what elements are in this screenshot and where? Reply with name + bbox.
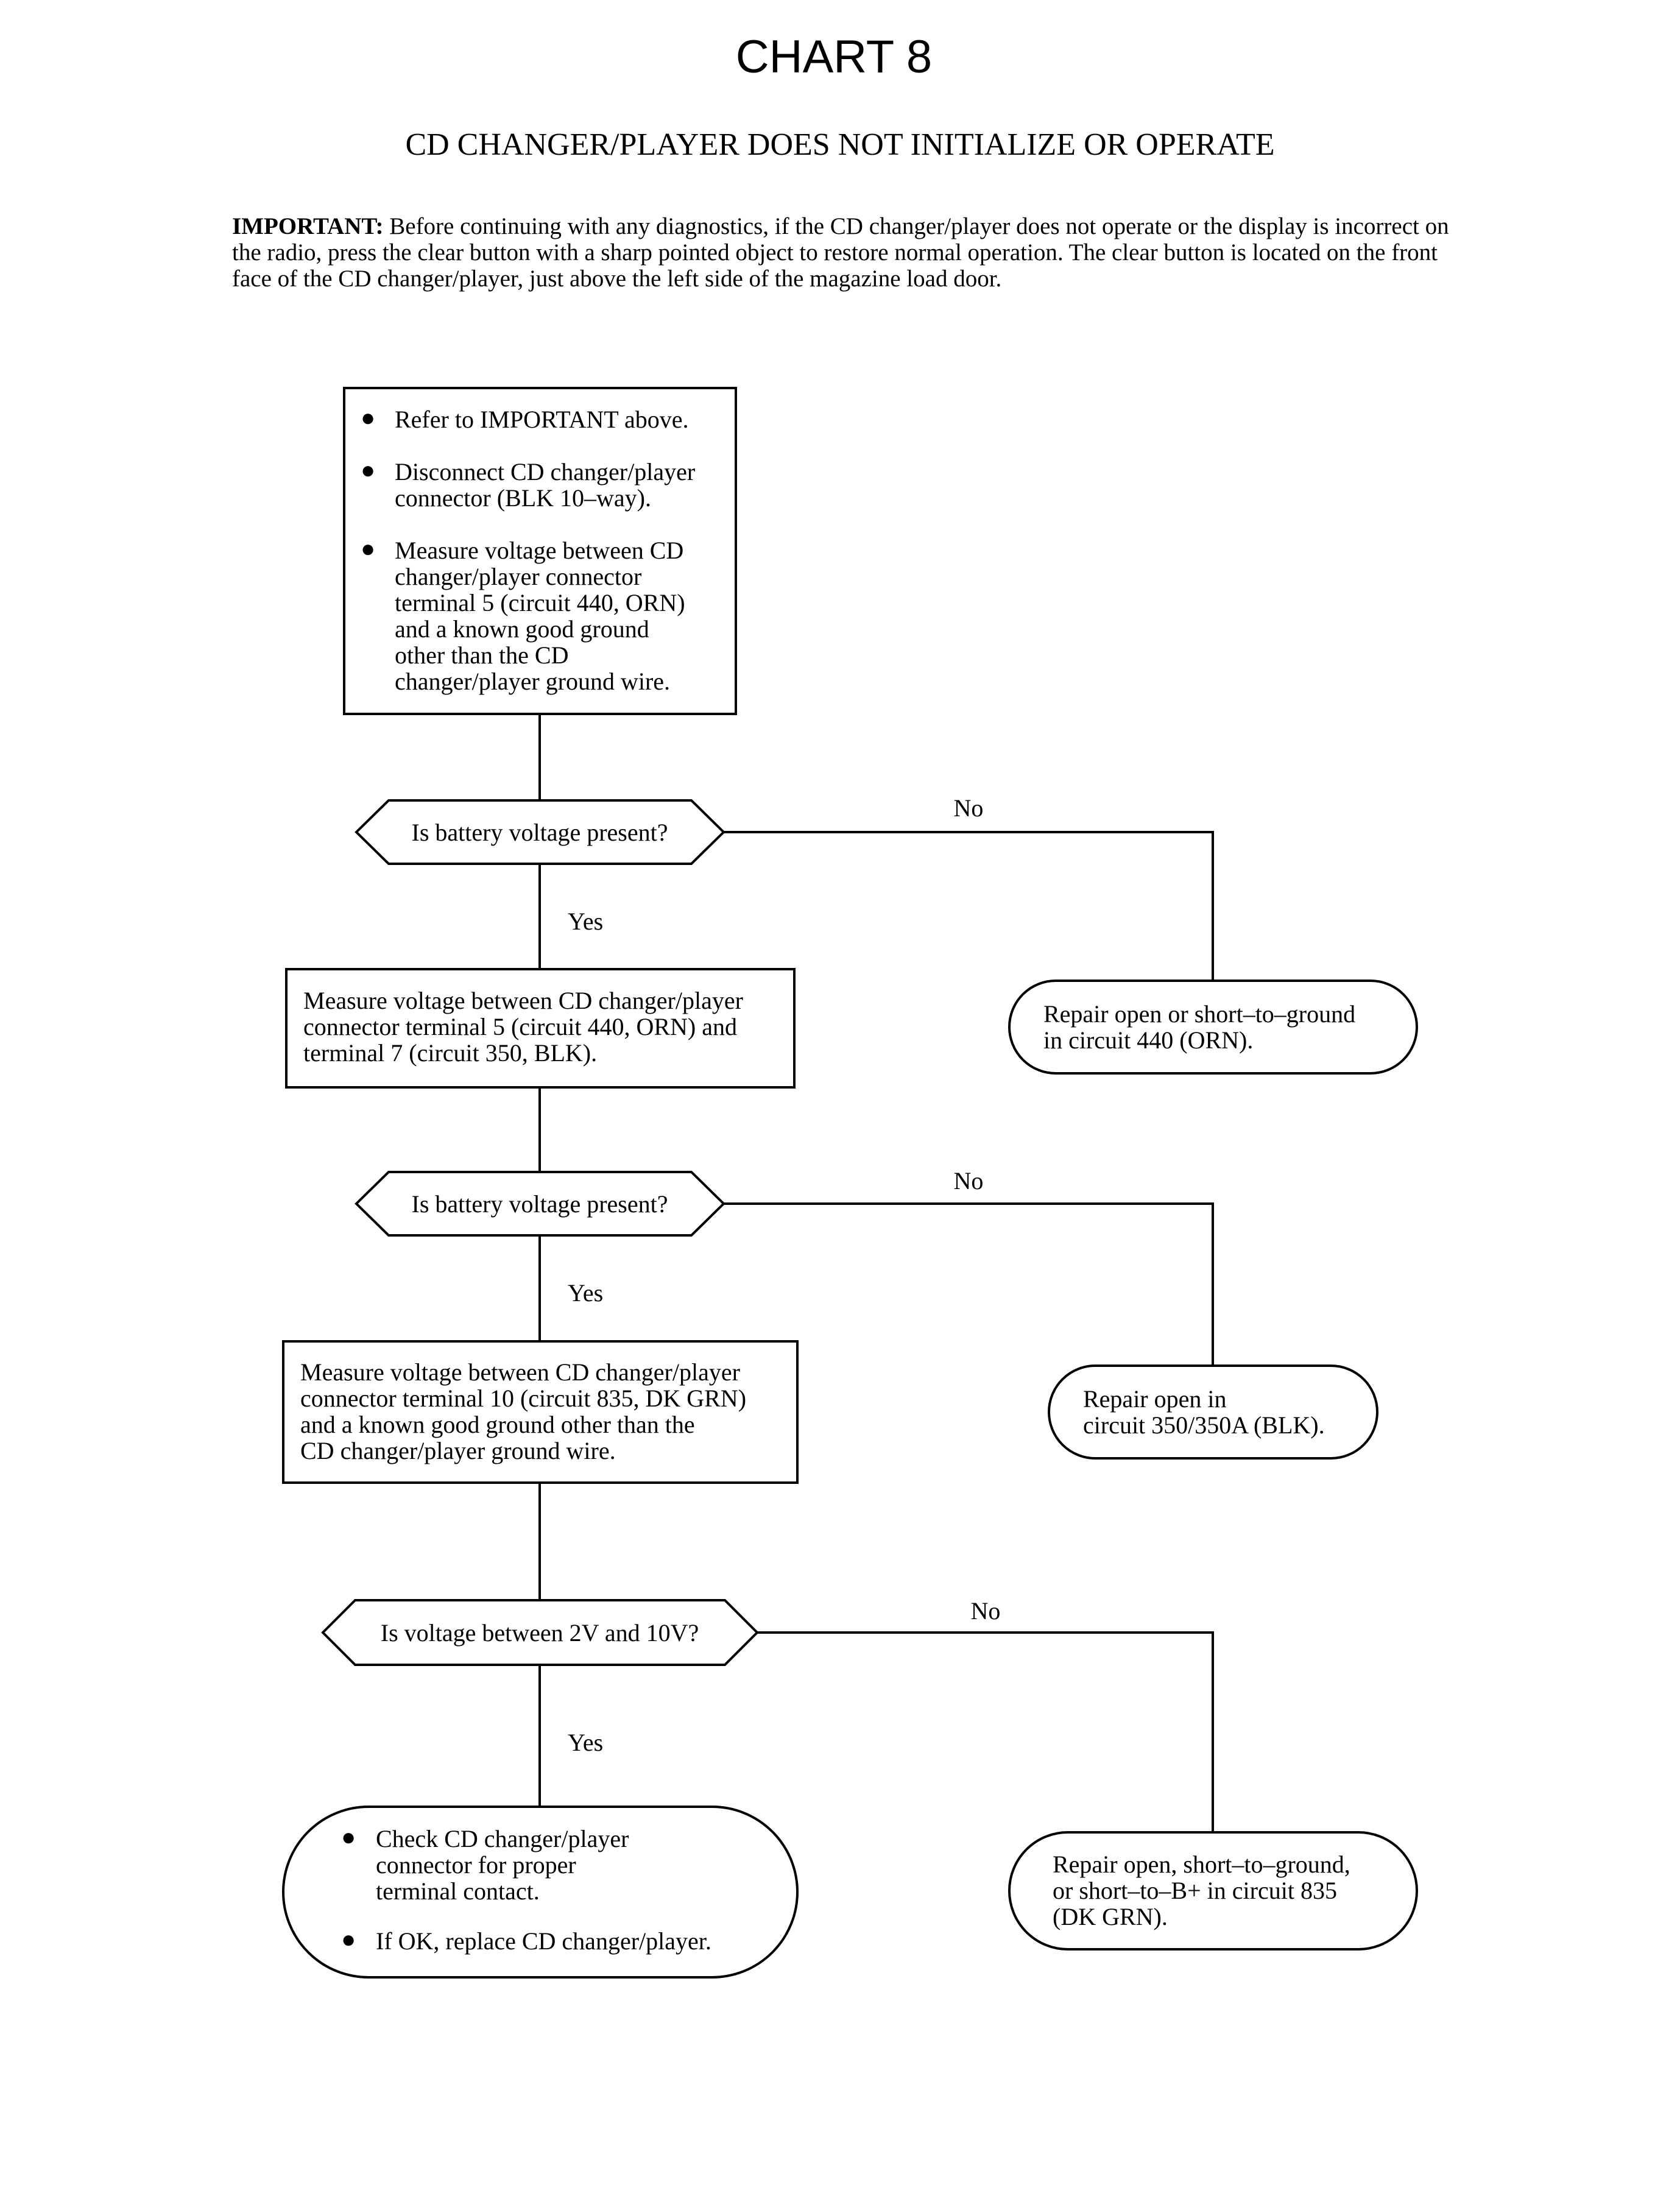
important-label: IMPORTANT: [232, 213, 384, 239]
final-bullet-1-line-2: connector for proper [376, 1851, 576, 1879]
repair-3-line-3: (DK GRN). [1053, 1903, 1168, 1930]
repair-3-line-1: Repair open, short–to–ground, [1053, 1851, 1350, 1878]
final-bullet-1-line-1: Check CD changer/player [376, 1825, 629, 1852]
start-bullet-3-line-1: Measure voltage between CD [395, 537, 683, 564]
start-bullet-2-line-1: Disconnect CD changer/player [395, 458, 695, 485]
start-bullet-1-line-1: Refer to IMPORTANT above. [395, 406, 688, 433]
chart-subtitle: CD CHANGER/PLAYER DOES NOT INITIALIZE OR… [405, 127, 1275, 162]
yes-label-2: Yes [568, 1279, 603, 1307]
start-bullet-3-line-5: other than the CD [395, 641, 569, 669]
final-bullet-2-line-1: If OK, replace CD changer/player. [376, 1927, 711, 1955]
connector-no-branch-1 [724, 831, 1214, 981]
connector-no-branch-3 [757, 1631, 1214, 1832]
repair-2-terminal [1048, 1364, 1378, 1460]
final-bullet-2-marker: ● [341, 1926, 356, 1953]
step-3-line-2: connector terminal 10 (circuit 835, DK G… [300, 1385, 746, 1412]
yes-label-1: Yes [568, 908, 603, 935]
yes-label-3: Yes [568, 1729, 603, 1756]
step-2-line-3: terminal 7 (circuit 350, BLK). [303, 1039, 597, 1067]
final-terminal [282, 1806, 799, 1979]
final-bullet-1-line-3: terminal contact. [376, 1877, 540, 1905]
step-3-line-3: and a known good ground other than the [300, 1411, 695, 1438]
start-bullet-3-line-2: changer/player connector [395, 563, 641, 590]
start-bullet-1-marker: ● [361, 404, 375, 431]
start-bullet-3-marker: ● [361, 535, 375, 562]
no-label-1: No [954, 794, 984, 822]
start-box [343, 387, 737, 715]
step-2-line-2: connector terminal 5 (circuit 440, ORN) … [303, 1013, 737, 1040]
page-title: CHART 8 [735, 31, 933, 83]
start-bullet-3-line-3: terminal 5 (circuit 440, ORN) [395, 589, 685, 616]
important-note: IMPORTANT: Before continuing with any di… [232, 213, 1475, 292]
decision-2-text: Is battery voltage present? [412, 1190, 668, 1218]
decision-1-shape [355, 799, 725, 865]
decision-1-text: Is battery voltage present? [412, 819, 668, 846]
repair-1-line-2: in circuit 440 (ORN). [1043, 1026, 1253, 1054]
repair-3-line-2: or short–to–B+ in circuit 835 [1053, 1877, 1337, 1904]
step-2-box [285, 968, 796, 1089]
step-3-line-4: CD changer/player ground wire. [300, 1437, 616, 1464]
start-bullet-2-line-2: connector (BLK 10–way). [395, 484, 651, 512]
no-label-2: No [954, 1167, 984, 1195]
decision-2-shape [355, 1171, 725, 1237]
start-bullet-3-line-4: and a known good ground [395, 615, 649, 643]
decision-3-shape [321, 1599, 759, 1666]
no-label-3: No [971, 1597, 1001, 1625]
decision-3-text: Is voltage between 2V and 10V? [381, 1619, 699, 1647]
start-bullet-3-line-6: changer/player ground wire. [395, 668, 670, 695]
step-2-line-1: Measure voltage between CD changer/playe… [303, 987, 743, 1014]
repair-2-line-1: Repair open in [1083, 1385, 1227, 1413]
repair-1-line-1: Repair open or short–to–ground [1043, 1000, 1355, 1028]
repair-1-terminal [1008, 980, 1418, 1075]
start-bullet-2-marker: ● [361, 456, 375, 484]
important-text: Before continuing with any diagnostics, … [232, 213, 1449, 292]
connector-no-branch-2 [724, 1202, 1214, 1366]
repair-3-terminal [1008, 1831, 1418, 1951]
step-3-box [282, 1340, 799, 1484]
step-3-line-1: Measure voltage between CD changer/playe… [300, 1358, 740, 1386]
final-bullet-1-marker: ● [341, 1823, 356, 1851]
repair-2-line-2: circuit 350/350A (BLK). [1083, 1411, 1325, 1439]
